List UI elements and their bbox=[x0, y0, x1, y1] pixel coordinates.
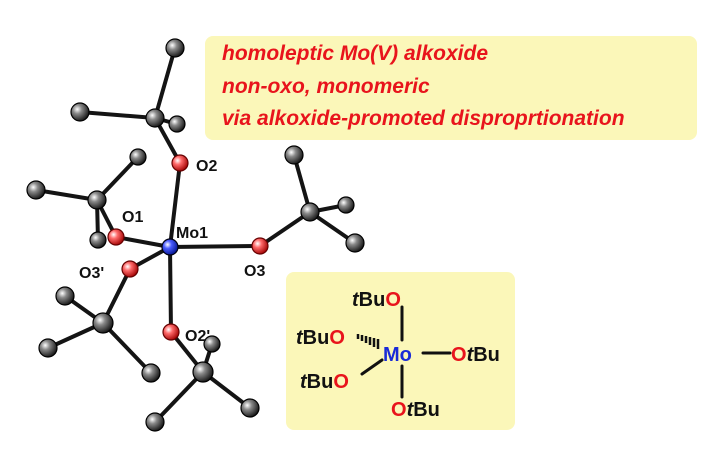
info-callout bbox=[205, 36, 697, 140]
label-o3: O3 bbox=[244, 263, 265, 280]
tbu-bottom-bu: Bu bbox=[413, 399, 440, 421]
tbu-lowerleft-t: t bbox=[300, 371, 308, 393]
tbu-left-bu: Bu bbox=[303, 327, 330, 349]
label-o2-prime: O2' bbox=[185, 328, 210, 345]
label-o1: O1 bbox=[122, 209, 143, 226]
molybdenum-atom bbox=[161, 238, 179, 256]
label-o3-prime: O3' bbox=[79, 265, 104, 282]
tbu-top-t: t bbox=[352, 289, 360, 311]
callout-line-3: via alkoxide-promoted disproprtionation bbox=[222, 107, 625, 130]
svg-text:tBuO: tBuO bbox=[300, 371, 349, 393]
hashed-wedge-bond bbox=[356, 334, 380, 349]
svg-text:OtBu: OtBu bbox=[391, 399, 440, 421]
callout-line-1: homoleptic Mo(V) alkoxide bbox=[222, 42, 489, 65]
tbu-left-t: t bbox=[296, 327, 304, 349]
o-lowerleft: O bbox=[333, 371, 349, 393]
o-top: O bbox=[385, 289, 401, 311]
tbu-right-t: t bbox=[467, 344, 475, 366]
o-left: O bbox=[329, 327, 345, 349]
o-right: O bbox=[451, 344, 467, 366]
formula-box bbox=[286, 272, 515, 430]
carbon-atoms bbox=[26, 38, 365, 432]
oxygen-atoms bbox=[107, 154, 269, 341]
label-o2: O2 bbox=[196, 158, 217, 175]
svg-text:tBuO: tBuO bbox=[352, 289, 401, 311]
tbu-bottom-t: t bbox=[407, 399, 415, 421]
svg-text:tBuO: tBuO bbox=[296, 327, 345, 349]
label-mo1: Mo1 bbox=[176, 225, 208, 242]
tbu-right-bu: Bu bbox=[473, 344, 500, 366]
svg-text:OtBu: OtBu bbox=[451, 344, 500, 366]
callout-line-2: non-oxo, monomeric bbox=[222, 75, 430, 98]
o-bottom: O bbox=[391, 399, 407, 421]
tbu-top-bu: Bu bbox=[359, 289, 386, 311]
tbu-lowerleft-bu: Bu bbox=[307, 371, 334, 393]
metal-mo: Mo bbox=[383, 344, 412, 366]
structural-formula: tBuO tBuO Mo OtBu tBuO OtBu bbox=[296, 289, 500, 421]
